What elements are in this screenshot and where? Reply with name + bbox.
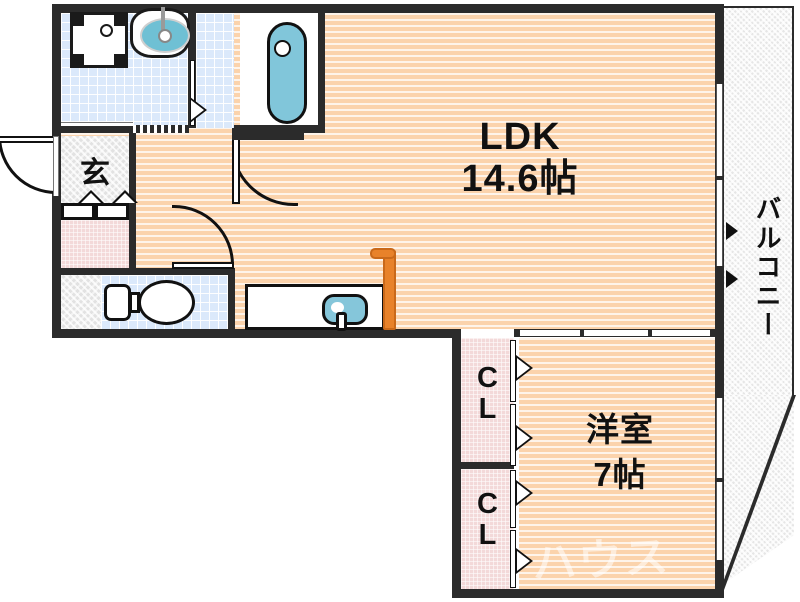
bedroom-entry-mullion-a	[580, 330, 584, 336]
balcony-door-arrow-upper	[726, 222, 738, 240]
counter-partition-vertical	[383, 250, 396, 330]
closet-lower-door-panel-b[interactable]	[510, 530, 516, 588]
closet-upper-door-panel-a[interactable]	[510, 340, 516, 402]
kitchen-sink-drain	[331, 302, 344, 313]
wall-entrance-bottom	[52, 268, 136, 275]
room-balcony	[722, 6, 794, 408]
room-bedroom	[519, 338, 715, 589]
wall-bath-right	[318, 4, 325, 133]
wall-left-between-door	[52, 196, 61, 274]
balcony-window-bedroom-lower[interactable]	[716, 482, 723, 560]
balcony-window-ldk-lower[interactable]	[716, 180, 723, 266]
washing-machine-space	[70, 12, 128, 68]
kitchen-counter	[245, 284, 385, 330]
wall-toilet-right	[228, 268, 235, 338]
room-closet-upper	[461, 338, 514, 467]
washroom-entry-threshold[interactable]	[133, 125, 189, 133]
vanity-faucet	[161, 7, 165, 31]
entrance-door-jamb	[53, 136, 59, 198]
wall-bottom-main	[52, 329, 456, 338]
wall-toilet-top	[136, 268, 235, 275]
bathtub	[267, 22, 307, 124]
vanity-unit	[130, 7, 190, 58]
wall-closet-divider	[452, 462, 514, 469]
balcony-window-bedroom[interactable]	[716, 398, 723, 478]
washing-machine-drain	[100, 24, 113, 37]
kitchen-faucet	[336, 312, 347, 331]
shoe-cabinet-right	[95, 203, 129, 220]
balcony-window-ldk[interactable]	[716, 84, 723, 176]
wall-entrance-right	[129, 133, 136, 273]
wall-top	[52, 4, 724, 13]
closet-lower-door-panel-a[interactable]	[510, 470, 516, 528]
toilet-side-gray	[61, 275, 101, 329]
toilet-door-swing[interactable]	[172, 205, 234, 269]
wall-bath-bottom	[232, 125, 325, 133]
shoe-cabinet-left	[61, 203, 95, 220]
bedroom-entry-opening[interactable]	[520, 330, 710, 336]
hall-door-swing[interactable]	[232, 138, 298, 206]
hall-door-leaf[interactable]	[232, 138, 240, 204]
counter-partition-horizontal	[370, 248, 396, 259]
toilet-door-leaf[interactable]	[172, 262, 234, 269]
wall-washroom-bottom-left	[61, 125, 133, 133]
entrance-tataki	[61, 220, 129, 270]
washroom-entry-gap[interactable]	[61, 122, 133, 126]
washroom-sliding-door[interactable]	[190, 60, 195, 126]
balcony-bottom-bevel	[722, 395, 800, 595]
wall-bottom-bedroom	[452, 589, 724, 598]
room-closet-lower	[461, 469, 514, 589]
bath-vestibule	[196, 13, 234, 128]
bathtub-drain	[274, 40, 291, 57]
closet-upper-door-panel-b[interactable]	[510, 404, 516, 466]
vanity-drain	[158, 29, 172, 43]
bedroom-entry-mullion-b	[648, 330, 652, 336]
balcony-door-arrow-lower	[726, 270, 738, 288]
entrance-door-swing[interactable]	[0, 136, 58, 198]
toilet-bowl	[138, 280, 195, 325]
entrance-door-leaf[interactable]	[0, 136, 58, 143]
wall-hall-top	[232, 133, 304, 140]
toilet-tank	[104, 284, 131, 321]
wall-left-upper	[52, 4, 61, 136]
